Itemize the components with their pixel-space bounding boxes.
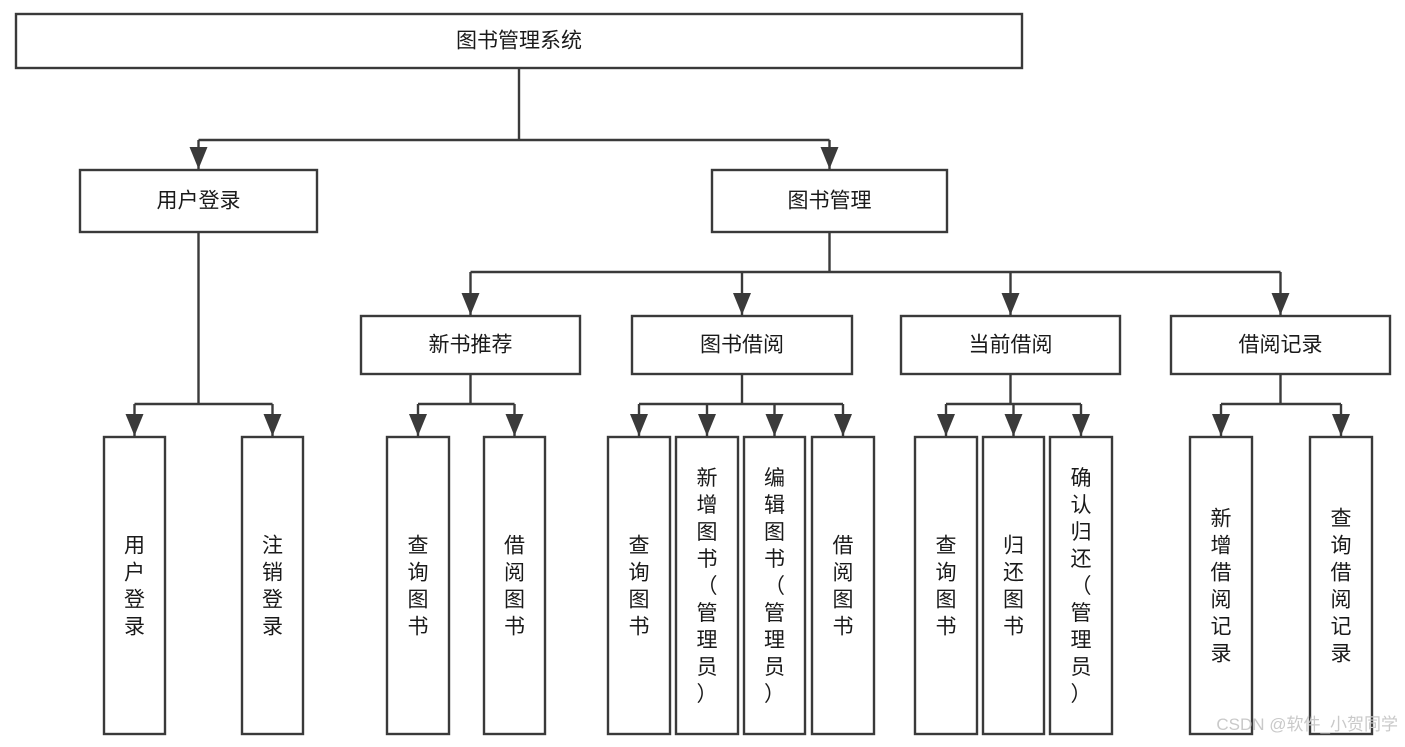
- node-l3-1-图书借阅[interactable]: 图书借阅: [630, 314, 854, 376]
- node-leaf-12-查询借阅记录-box[interactable]: [1308, 435, 1374, 736]
- node-leaf-9-归还图书[interactable]: 归还图书: [981, 435, 1046, 736]
- node-leaf-4-查询图书-label: 查询图书: [629, 535, 650, 639]
- node-l3-0-新书推荐[interactable]: 新书推荐: [359, 314, 582, 376]
- node-l2-0-用户登录[interactable]: 用户登录: [78, 168, 319, 234]
- node-leaf-7-借阅图书-box[interactable]: [810, 435, 876, 736]
- node-l3-2-当前借阅[interactable]: 当前借阅: [899, 314, 1122, 376]
- node-l2-0-用户登录-box[interactable]: [78, 168, 319, 234]
- node-leaf-5-新增图书管理员-box[interactable]: [674, 435, 740, 736]
- node-l3-3-借阅记录-label: 借阅记录: [1239, 334, 1323, 357]
- node-leaf-1-注销登录-label: 注销登录: [262, 535, 283, 639]
- node-leaf-12-查询借阅记录-label: 查询借阅记录: [1331, 508, 1352, 666]
- node-leaf-10-确认归还管理员-box[interactable]: [1048, 435, 1114, 736]
- arrow-head-icon: [937, 414, 955, 436]
- node-leaf-8-查询图书-box[interactable]: [913, 435, 979, 736]
- node-leaf-11-新增借阅记录[interactable]: 新增借阅记录: [1188, 435, 1254, 736]
- arrow-head-icon: [461, 293, 480, 315]
- node-leaf-1-注销登录[interactable]: 注销登录: [240, 435, 305, 736]
- arrow-head-icon: [733, 293, 751, 315]
- node-root-图书管理系统-box[interactable]: [14, 12, 1024, 70]
- node-leaf-7-借阅图书[interactable]: 借阅图书: [810, 435, 876, 736]
- connector-layer: [125, 68, 1350, 436]
- node-leaf-6-编辑图书管理员-label: 编辑图书（管理员）: [764, 467, 785, 706]
- node-leaf-6-编辑图书管理员-box[interactable]: [742, 435, 807, 736]
- arrow-head-icon: [1001, 293, 1020, 315]
- node-l3-3-借阅记录[interactable]: 借阅记录: [1169, 314, 1392, 376]
- node-leaf-3-借阅图书-label: 借阅图书: [504, 535, 525, 639]
- node-leaf-4-查询图书[interactable]: 查询图书: [606, 435, 672, 736]
- arrow-head-icon: [834, 414, 852, 436]
- node-leaf-12-查询借阅记录[interactable]: 查询借阅记录: [1308, 435, 1374, 736]
- arrow-head-icon: [505, 414, 524, 436]
- node-l2-1-图书管理-box[interactable]: [710, 168, 949, 234]
- arrow-head-icon: [189, 147, 208, 169]
- node-leaf-8-查询图书-label: 查询图书: [936, 535, 957, 639]
- node-l3-0-新书推荐-box[interactable]: [359, 314, 582, 376]
- arrow-head-icon: [765, 414, 784, 436]
- node-leaf-11-新增借阅记录-label: 新增借阅记录: [1211, 508, 1232, 666]
- node-leaf-5-新增图书管理员[interactable]: 新增图书（管理员）: [674, 435, 740, 736]
- node-leaf-0-用户登录-box[interactable]: [102, 435, 167, 736]
- node-l3-1-图书借阅-box[interactable]: [630, 314, 854, 376]
- arrow-head-icon: [409, 414, 427, 436]
- node-leaf-1-注销登录-box[interactable]: [240, 435, 305, 736]
- node-leaf-0-用户登录-label: 用户登录: [124, 535, 145, 639]
- node-leaf-10-确认归还管理员-label: 确认归还（管理员）: [1071, 467, 1092, 706]
- node-l3-2-当前借阅-box[interactable]: [899, 314, 1122, 376]
- node-leaf-2-查询图书-label: 查询图书: [408, 535, 429, 639]
- arrow-head-icon: [1072, 414, 1090, 436]
- node-leaf-0-用户登录[interactable]: 用户登录: [102, 435, 167, 736]
- arrow-head-icon: [820, 147, 839, 169]
- node-layer: 图书管理系统用户登录图书管理新书推荐图书借阅当前借阅借阅记录用户登录注销登录查询…: [14, 12, 1392, 736]
- arrow-head-icon: [630, 414, 648, 436]
- node-l2-1-图书管理-label: 图书管理: [788, 190, 872, 213]
- watermark-label: CSDN @软件_小贺同学: [1216, 715, 1398, 734]
- node-l2-1-图书管理[interactable]: 图书管理: [710, 168, 949, 234]
- node-leaf-8-查询图书[interactable]: 查询图书: [913, 435, 979, 736]
- arrow-head-icon: [1271, 293, 1290, 315]
- node-leaf-2-查询图书-box[interactable]: [385, 435, 451, 736]
- node-root-图书管理系统-label: 图书管理系统: [456, 30, 582, 53]
- node-l2-0-用户登录-label: 用户登录: [157, 190, 241, 213]
- node-leaf-7-借阅图书-label: 借阅图书: [833, 535, 854, 639]
- node-leaf-11-新增借阅记录-box[interactable]: [1188, 435, 1254, 736]
- node-leaf-9-归还图书-label: 归还图书: [1003, 535, 1024, 639]
- node-leaf-10-确认归还管理员[interactable]: 确认归还（管理员）: [1048, 435, 1114, 736]
- node-leaf-3-借阅图书-box[interactable]: [482, 435, 547, 736]
- node-root-图书管理系统[interactable]: 图书管理系统: [14, 12, 1024, 70]
- node-leaf-2-查询图书[interactable]: 查询图书: [385, 435, 451, 736]
- node-leaf-3-借阅图书[interactable]: 借阅图书: [482, 435, 547, 736]
- arrow-head-icon: [698, 414, 716, 436]
- arrow-head-icon: [1212, 414, 1230, 436]
- arrow-head-icon: [1004, 414, 1023, 436]
- node-l3-1-图书借阅-label: 图书借阅: [700, 334, 784, 357]
- arrow-head-icon: [263, 414, 282, 436]
- node-l3-0-新书推荐-label: 新书推荐: [429, 334, 513, 357]
- node-leaf-5-新增图书管理员-label: 新增图书（管理员）: [697, 467, 718, 706]
- node-l3-3-借阅记录-box[interactable]: [1169, 314, 1392, 376]
- node-leaf-6-编辑图书管理员[interactable]: 编辑图书（管理员）: [742, 435, 807, 736]
- node-l3-2-当前借阅-label: 当前借阅: [969, 334, 1053, 357]
- arrow-head-icon: [1332, 414, 1350, 436]
- node-leaf-4-查询图书-box[interactable]: [606, 435, 672, 736]
- arrow-head-icon: [125, 414, 144, 436]
- node-leaf-9-归还图书-box[interactable]: [981, 435, 1046, 736]
